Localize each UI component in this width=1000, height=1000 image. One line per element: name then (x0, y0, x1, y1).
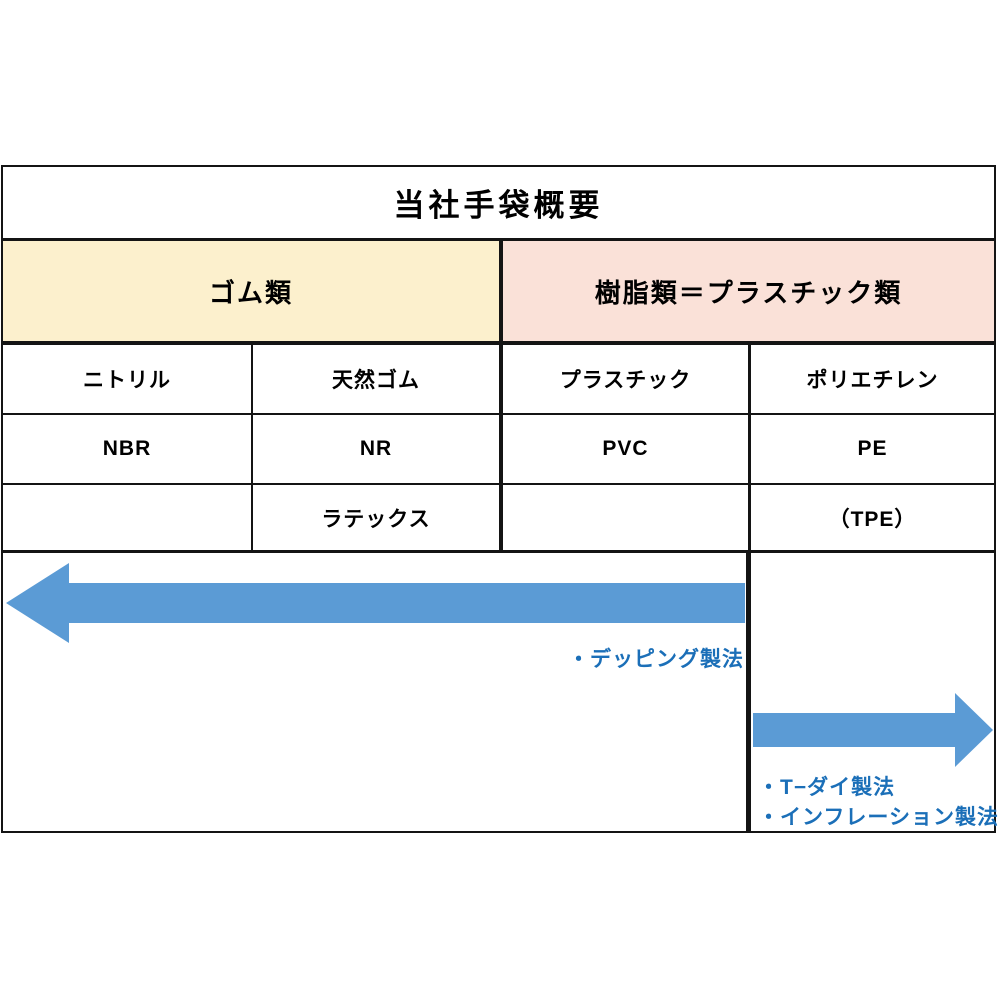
group-cell-rubber: ゴム類 (3, 241, 503, 341)
cell-nitrile: ニトリル (3, 345, 253, 413)
material-name-row: ニトリル 天然ゴム プラスチック ポリエチレン (3, 345, 994, 415)
cell-empty-1 (3, 485, 253, 550)
cell-latex: ラテックス (253, 485, 503, 550)
process-cell-rubber (3, 553, 751, 833)
inflation-process-label: ・インフレーション製法 (758, 806, 999, 829)
cell-tpe: （TPE） (828, 507, 917, 531)
group-cell-plastic: 樹脂類＝プラスチック類 (503, 241, 994, 341)
material-extra-row: ラテックス （TPE） (3, 485, 994, 553)
cell-empty-2 (503, 485, 751, 550)
cell-pvc: PVC (503, 415, 751, 483)
process-row: ・デッピング製法 ・T−ダイ製法 ・インフレーション製法 (3, 553, 998, 833)
cell-polyethylene: ポリエチレン (806, 369, 939, 392)
material-group-row: ゴム類 樹脂類＝プラスチック類 (3, 241, 994, 345)
cell-nr: NR (253, 415, 503, 483)
cell-plastic: プラスチック (503, 345, 751, 413)
glove-overview-table: 当社手袋概要 ゴム類 樹脂類＝プラスチック類 ニトリル 天然ゴム プラスチック … (1, 165, 998, 833)
cell-natural-rubber: 天然ゴム (253, 345, 503, 413)
title-row: 当社手袋概要 (3, 167, 994, 241)
page-title: 当社手袋概要 (393, 188, 604, 223)
cell-nbr: NBR (3, 415, 253, 483)
group-label-plastic: 樹脂類＝プラスチック類 (594, 277, 903, 308)
group-label-rubber: ゴム類 (208, 277, 293, 308)
material-code-row: NBR NR PVC PE (3, 415, 994, 485)
cell-pe: PE (857, 437, 888, 460)
tdie-process-label: ・T−ダイ製法 (758, 776, 896, 799)
dipping-process-label: ・デッピング製法 (568, 648, 744, 671)
